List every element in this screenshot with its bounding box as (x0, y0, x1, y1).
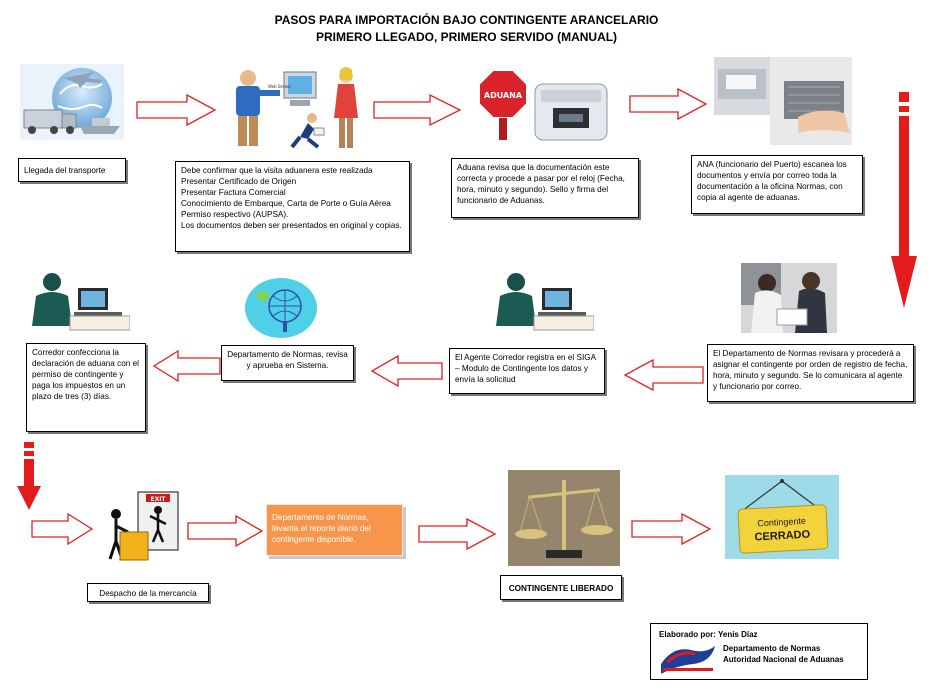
ana-text: ANA (funcionario del Puerto) escanea los… (697, 160, 847, 202)
arrow-right-2 (372, 93, 462, 127)
broker-box: Corredor confecciona la declaración de a… (26, 343, 146, 432)
normas-approve-text: Departamento de Normas, revisa y aprueba… (227, 350, 348, 370)
scales-image (508, 470, 620, 566)
confirm-line-3: Presentar Factura Comercial (181, 188, 286, 197)
arrival-text: Llegada del transporte (24, 166, 106, 175)
confirm-line-5: Permiso respectivo (AUPSA). (181, 210, 289, 219)
arrow-right-5 (186, 514, 264, 548)
diagram-title-line2: PRIMERO LLEGADO, PRIMERO SERVIDO (MANUAL… (315, 30, 618, 44)
people-computer-image: Web Broker (228, 64, 362, 158)
agent-at-computer-image (494, 270, 594, 336)
red-down-arrow-right (890, 90, 918, 314)
confirm-box: Debe confirmar que la visita aduanera es… (175, 161, 410, 252)
arrow-right-3 (628, 87, 708, 121)
agent-register-box: El Agente Corredor registra en el SIGA –… (449, 348, 605, 394)
author-footer: Elaborado por: Yenis Díaz Departamento d… (650, 623, 868, 680)
diagram-title-line1: PASOS PARA IMPORTACIÓN BAJO CONTINGENTE … (274, 13, 659, 27)
exit-sign-text: EXIT (150, 496, 166, 503)
customs-text: Aduana revisa que la documentación este … (457, 163, 625, 205)
ana-box: ANA (funcionario del Puerto) escanea los… (691, 155, 863, 214)
arrival-box: Llegada del transporte (18, 158, 126, 182)
arrow-right-6 (417, 517, 497, 551)
exit-dispatch-image: EXIT (102, 490, 182, 572)
confirm-line-6: Los documentos deben ser presentados en … (181, 221, 402, 230)
confirm-line-4: Conocimiento de Embarque, Carta de Porte… (181, 199, 391, 208)
arrow-left-1 (623, 358, 705, 392)
normas-globe-icon (245, 278, 317, 338)
aduana-sign-text: ADUANA (484, 91, 523, 100)
agent-register-text: El Agente Corredor registra en el SIGA –… (455, 353, 596, 384)
normas-review-box: El Departamento de Normas revisara y pro… (707, 344, 914, 402)
arrow-right-1 (135, 93, 217, 127)
customs-clock-machine-image: ADUANA (479, 70, 619, 152)
broker-at-computer-image (30, 270, 130, 336)
contingente-cerrado-sign-image: Contingente CERRADO (725, 475, 839, 559)
red-down-arrow-left (16, 440, 42, 512)
author-text: Elaborado por: Yenis Díaz (659, 630, 758, 639)
released-box: CONTINGENTE LIBERADO (500, 575, 622, 600)
department-text: Departamento de Normas (723, 644, 821, 653)
confirm-line-2: Presentar Certificado de Origen (181, 177, 297, 186)
arrow-left-2 (370, 354, 444, 388)
aduanas-logo (657, 642, 717, 674)
broker-text: Corredor confecciona la declaración de a… (32, 348, 139, 401)
confirm-line-1: Debe confirmar que la visita aduanera es… (181, 166, 373, 175)
closed-sign-line1: Contingente (757, 516, 806, 529)
dispatch-text: Despacho de la mercancía (99, 589, 197, 598)
arrow-right-4 (30, 512, 94, 546)
customs-box: Aduana revisa que la documentación este … (451, 158, 639, 218)
scanner-photo-image (714, 57, 852, 145)
released-text: CONTINGENTE LIBERADO (508, 584, 614, 593)
normas-review-text: El Departamento de Normas revisara y pro… (713, 349, 908, 391)
authority-text: Autoridad Nacional de Aduanas (723, 655, 844, 664)
office-workers-photo-image (741, 263, 837, 333)
dispatch-box: Despacho de la mercancía (87, 583, 209, 602)
transport-globe-image (20, 64, 124, 140)
report-box: Departamento de Normas, levanta el repor… (266, 504, 403, 556)
arrow-left-3 (152, 349, 222, 383)
normas-approve-box: Departamento de Normas, revisa y aprueba… (221, 345, 354, 381)
report-text: Departamento de Normas, levanta el repor… (272, 513, 371, 544)
arrow-right-7 (630, 512, 712, 546)
svg-text:Web Broker: Web Broker (268, 84, 291, 89)
closed-sign-line2: CERRADO (754, 529, 811, 544)
